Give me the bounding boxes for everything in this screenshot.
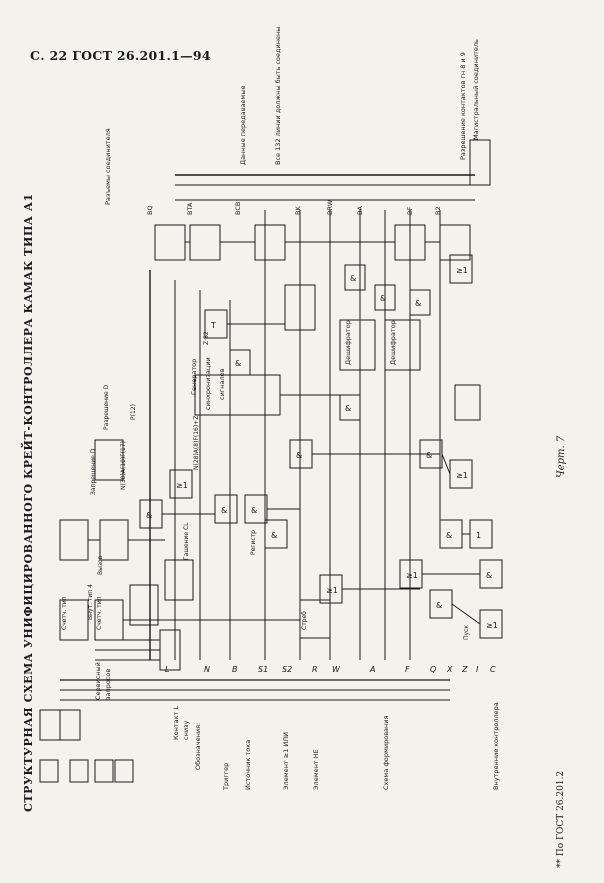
svg-text:≥1: ≥1 bbox=[326, 586, 338, 595]
svg-text:Сервисный: Сервисный bbox=[94, 662, 102, 700]
svg-text:Счетч. тип: Счетч. тип bbox=[96, 596, 103, 630]
svg-text:Пуск: Пуск bbox=[463, 625, 470, 640]
svg-text:&: & bbox=[235, 359, 241, 368]
svg-text:A: A bbox=[369, 665, 375, 674]
svg-text:B: B bbox=[232, 665, 238, 674]
svg-text:&: & bbox=[271, 531, 277, 540]
svg-text:&: & bbox=[146, 511, 152, 520]
svg-text:BQ: BQ bbox=[146, 205, 154, 215]
svg-text:BCB: BCB bbox=[234, 202, 242, 215]
svg-text:1: 1 bbox=[476, 531, 481, 540]
svg-text:≥1: ≥1 bbox=[456, 471, 468, 480]
svg-text:Разрешение D: Разрешение D bbox=[103, 384, 110, 430]
svg-text:X: X bbox=[446, 665, 453, 674]
svg-text:Внут. тип 4: Внут. тип 4 bbox=[87, 584, 94, 620]
svg-text:Магистральный соединитель: Магистральный соединитель bbox=[472, 39, 480, 140]
svg-text:Элемент ≥1 ИЛИ: Элемент ≥1 ИЛИ bbox=[282, 732, 290, 790]
svg-text:S2: S2 bbox=[282, 665, 292, 674]
svg-text:Запрещение D: Запрещение D bbox=[90, 448, 97, 495]
svg-text:&: & bbox=[446, 531, 452, 540]
svg-text:Регистр: Регистр bbox=[250, 530, 257, 555]
svg-text:N(28)A(8)F(16)+Z: N(28)A(8)F(16)+Z bbox=[193, 416, 200, 470]
svg-text:N(30)A(10)F(17): N(30)A(10)F(17) bbox=[120, 441, 127, 490]
svg-text:&: & bbox=[426, 451, 432, 460]
svg-text:Вызов: Вызов bbox=[97, 555, 104, 575]
svg-text:Схема формирования: Схема формирования bbox=[382, 715, 390, 790]
svg-text:Z: Z bbox=[461, 665, 468, 674]
svg-text:&: & bbox=[486, 571, 492, 580]
svg-text:Обозначения:: Обозначения: bbox=[194, 723, 202, 770]
svg-text:Q: Q bbox=[430, 665, 436, 674]
svg-text:C: C bbox=[490, 665, 496, 674]
svg-text:BF: BF bbox=[406, 207, 414, 215]
svg-text:&: & bbox=[436, 601, 442, 610]
svg-text:Триггер: Триггер bbox=[222, 763, 230, 791]
svg-text:S1: S1 bbox=[258, 665, 268, 674]
svg-text:N: N bbox=[204, 665, 210, 674]
svg-text:Данные передаваемые: Данные передаваемые bbox=[239, 86, 247, 165]
svg-text:BTA: BTA bbox=[186, 202, 194, 215]
svg-text:W: W bbox=[332, 665, 341, 674]
svg-text:Генератор: Генератор bbox=[190, 359, 198, 395]
svg-text:Счетч. тип: Счетч. тип bbox=[61, 596, 68, 630]
svg-text:Все 132 линии должны быть соед: Все 132 линии должны быть соединены bbox=[274, 27, 282, 165]
svg-text:Источник тока: Источник тока bbox=[244, 740, 252, 790]
svg-text:≥1: ≥1 bbox=[406, 571, 418, 580]
svg-text:BA: BA bbox=[356, 206, 364, 215]
svg-text:F: F bbox=[405, 665, 410, 674]
svg-text:&: & bbox=[415, 299, 421, 308]
svg-text:R: R bbox=[312, 665, 318, 674]
svg-text:&: & bbox=[221, 506, 227, 515]
svg-text:BRW: BRW bbox=[326, 199, 334, 215]
svg-text:&: & bbox=[380, 294, 386, 303]
svg-text:I: I bbox=[476, 665, 479, 674]
page-header: С. 22 ГОСТ 26.201.1—94 bbox=[30, 48, 211, 63]
svg-text:BK: BK bbox=[294, 206, 302, 215]
svg-text:Стреб: Стреб bbox=[301, 611, 308, 630]
svg-text:&: & bbox=[251, 506, 257, 515]
svg-text:Дешифратор: Дешифратор bbox=[389, 320, 397, 365]
svg-text:&: & bbox=[345, 404, 351, 413]
svg-text:Контакт L: Контакт L bbox=[172, 706, 180, 740]
svg-text:запросов: запросов bbox=[104, 669, 112, 700]
svg-text:B2: B2 bbox=[434, 206, 442, 215]
svg-text:Элемент НЕ: Элемент НЕ bbox=[312, 749, 320, 790]
svg-text:Дешифратор: Дешифратор bbox=[344, 320, 352, 365]
svg-text:L: L bbox=[165, 665, 169, 674]
svg-text:синхронизации: синхронизации bbox=[204, 357, 212, 410]
svg-text:Z·S2: Z·S2 bbox=[203, 331, 210, 345]
svg-text:≥1: ≥1 bbox=[456, 266, 468, 275]
svg-text:Гашение CL: Гашение CL bbox=[183, 522, 190, 560]
svg-text:сигналов: сигналов bbox=[218, 368, 226, 400]
svg-text:снизу: снизу bbox=[182, 720, 190, 740]
svg-text:&: & bbox=[350, 274, 356, 283]
svg-text:Внутренние контроллера: Внутренние контроллера bbox=[492, 702, 500, 790]
svg-text:P(12): P(12) bbox=[130, 404, 137, 420]
svg-text:Разрешение контактов гн 8 и 9: Разрешение контактов гн 8 и 9 bbox=[459, 52, 467, 160]
svg-text:T: T bbox=[210, 321, 216, 330]
svg-text:≥1: ≥1 bbox=[176, 481, 188, 490]
svg-text:≥1: ≥1 bbox=[486, 621, 498, 630]
svg-text:&: & bbox=[296, 451, 302, 460]
svg-text:Разъемы соединителя: Разъемы соединителя bbox=[104, 128, 112, 205]
